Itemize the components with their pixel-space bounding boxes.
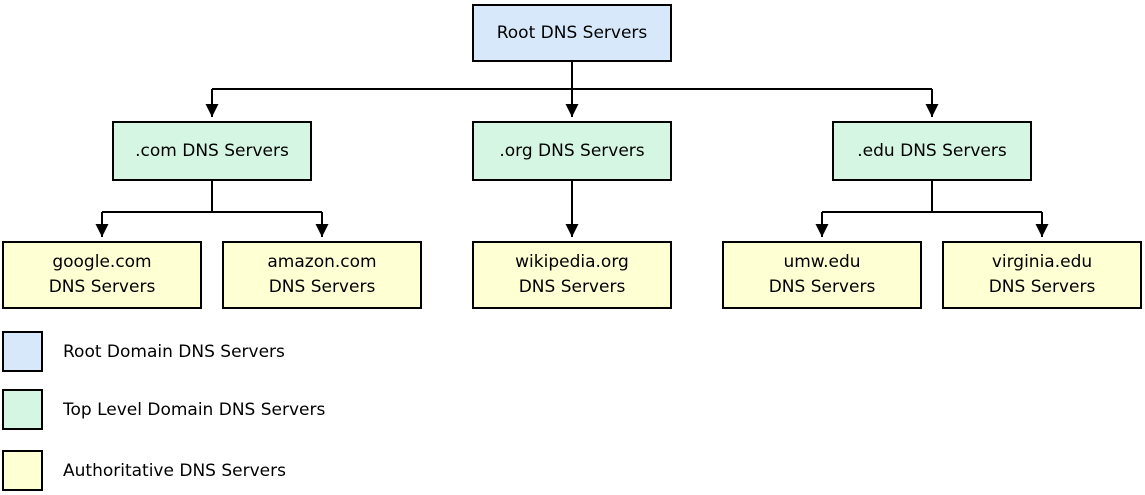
legend-row-authoritative: Authoritative DNS Servers <box>2 450 286 491</box>
node-umw-label: umw.edu DNS Servers <box>768 252 876 297</box>
node-org-dns-servers: .org DNS Servers <box>472 121 672 181</box>
node-wikipedia-dns-servers: wikipedia.org DNS Servers <box>472 241 672 309</box>
legend-row-top-level-domain: Top Level Domain DNS Servers <box>2 389 325 430</box>
node-google-dns-servers: google.com DNS Servers <box>2 241 202 309</box>
node-virginia-dns-servers: virginia.edu DNS Servers <box>942 241 1142 309</box>
node-com-label: .com DNS Servers <box>135 140 289 161</box>
node-edu-label: .edu DNS Servers <box>857 140 1007 161</box>
legend-label-root-domain: Root Domain DNS Servers <box>63 341 285 362</box>
node-root-label: Root DNS Servers <box>496 22 648 43</box>
legend-swatch-top-level-domain <box>2 389 43 430</box>
node-amazon-label: amazon.com DNS Servers <box>267 252 377 297</box>
legend-swatch-root-domain <box>2 331 43 372</box>
node-org-label: .org DNS Servers <box>499 140 645 161</box>
node-root-dns-servers: Root DNS Servers <box>472 4 672 62</box>
node-wikipedia-label: wikipedia.org DNS Servers <box>515 252 629 297</box>
legend-label-authoritative: Authoritative DNS Servers <box>63 460 286 481</box>
legend-swatch-authoritative <box>2 450 43 491</box>
node-google-label: google.com DNS Servers <box>48 252 156 297</box>
node-com-dns-servers: .com DNS Servers <box>112 121 312 181</box>
node-umw-dns-servers: umw.edu DNS Servers <box>722 241 922 309</box>
node-edu-dns-servers: .edu DNS Servers <box>832 121 1032 181</box>
node-virginia-label: virginia.edu DNS Servers <box>988 252 1096 297</box>
node-amazon-dns-servers: amazon.com DNS Servers <box>222 241 422 309</box>
legend-label-top-level-domain: Top Level Domain DNS Servers <box>63 399 326 420</box>
legend-row-root-domain: Root Domain DNS Servers <box>2 331 285 372</box>
